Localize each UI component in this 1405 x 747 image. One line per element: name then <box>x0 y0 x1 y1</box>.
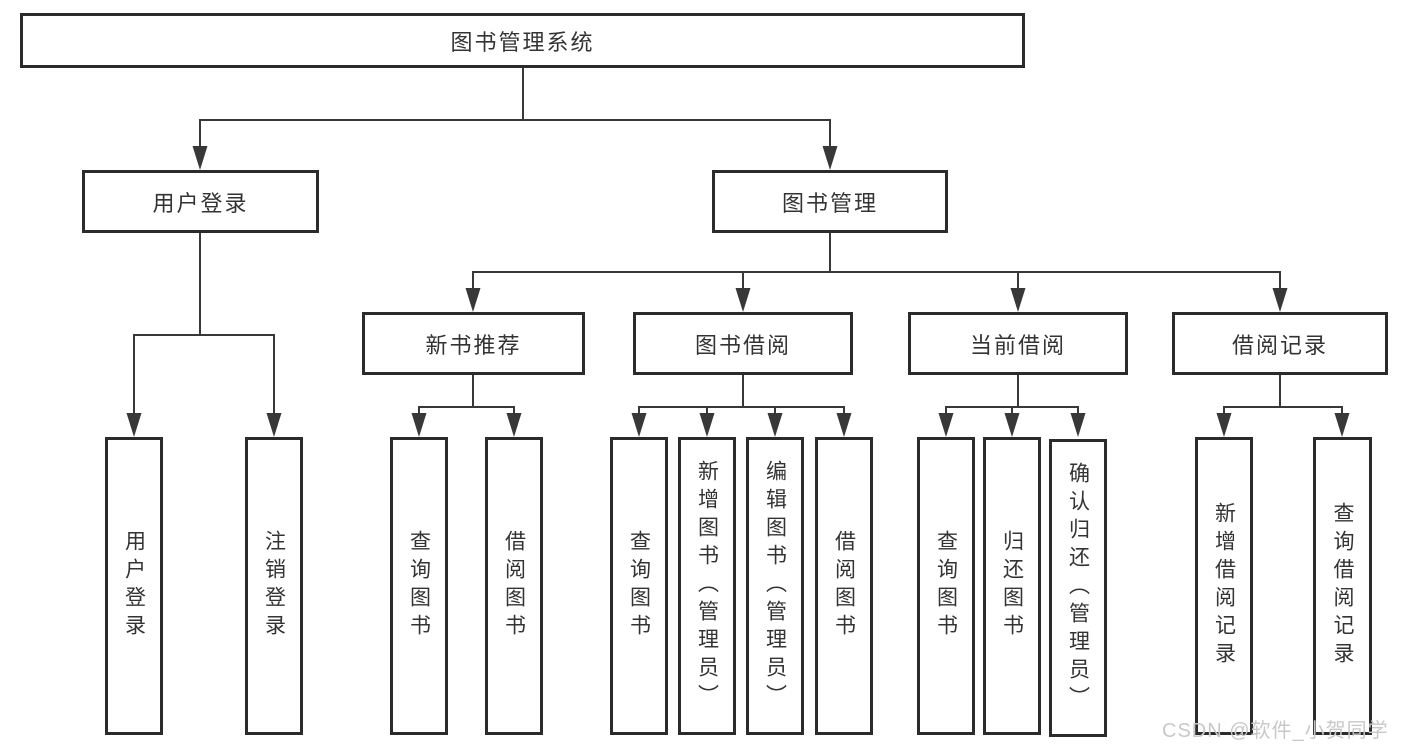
leaf-query-borrow-record: 查询借阅记录 <box>1313 437 1372 735</box>
node-book-borrow: 图书借阅 <box>633 312 853 375</box>
node-book-management: 图书管理 <box>712 170 948 233</box>
leaf-add-borrow-record: 新增借阅记录 <box>1195 437 1253 735</box>
node-current-borrow: 当前借阅 <box>908 312 1128 375</box>
leaf-edit-book-admin: 编辑图书（管理员） <box>746 437 804 735</box>
node-root-system: 图书管理系统 <box>20 13 1025 68</box>
watermark: CSDN @软件_小贺同学 <box>1162 720 1389 742</box>
leaf-user-login: 用户登录 <box>105 437 163 735</box>
node-borrow-records: 借阅记录 <box>1172 312 1388 375</box>
leaf-query-books-current: 查询图书 <box>917 437 975 735</box>
node-new-book-recommend: 新书推荐 <box>362 312 585 375</box>
leaf-query-books-borrow: 查询图书 <box>610 437 668 735</box>
leaf-logout-login: 注销登录 <box>245 437 303 735</box>
node-user-login: 用户登录 <box>82 170 319 233</box>
leaf-query-books-recommend: 查询图书 <box>390 437 448 735</box>
leaf-borrow-books: 借阅图书 <box>815 437 873 735</box>
leaf-borrow-books-recommend: 借阅图书 <box>485 437 543 735</box>
leaf-add-book-admin: 新增图书（管理员） <box>678 437 736 735</box>
leaf-return-books: 归还图书 <box>983 437 1041 735</box>
leaf-confirm-return-admin: 确认归还（管理员） <box>1049 439 1107 737</box>
